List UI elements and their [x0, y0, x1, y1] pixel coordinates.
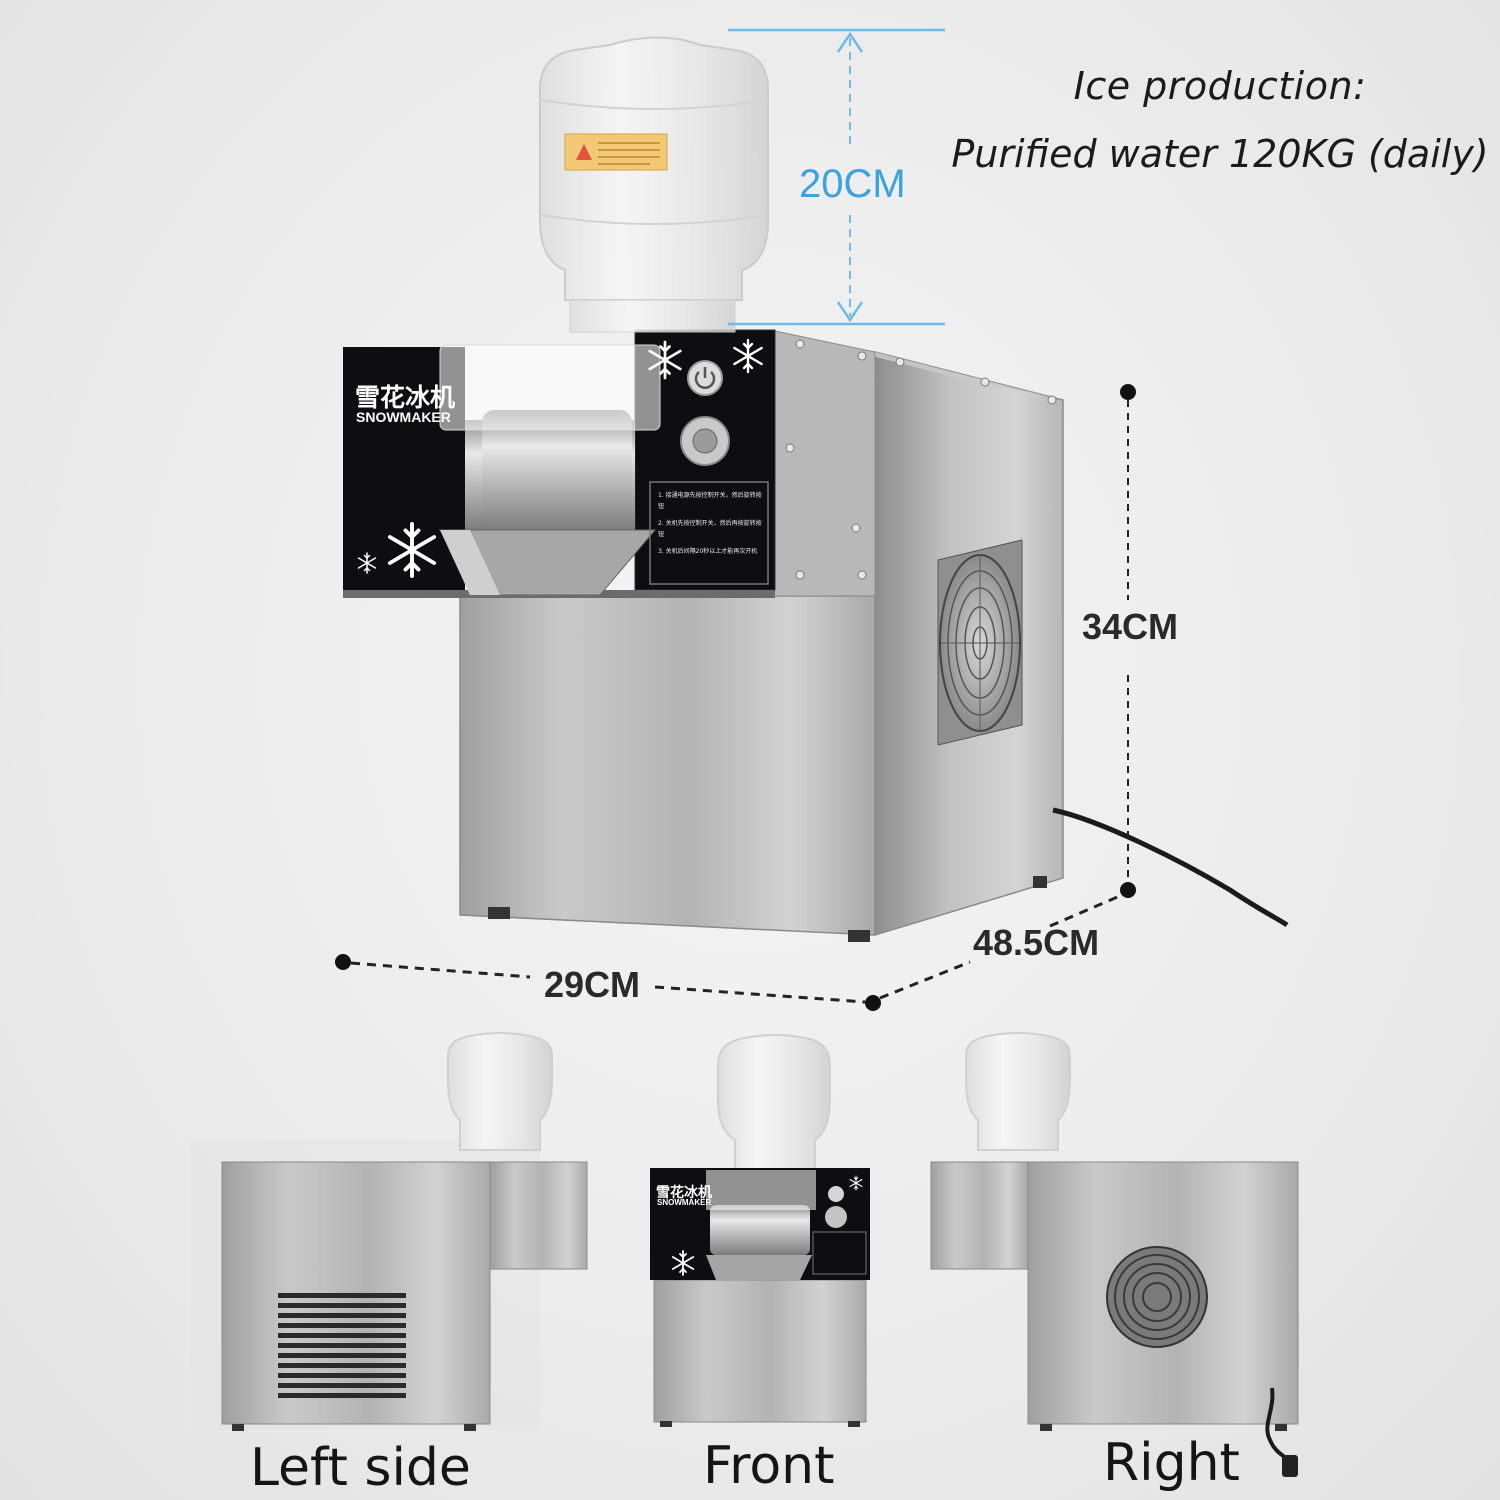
fan-icon [937, 539, 1023, 746]
depth-label: 48.5CM [973, 922, 1100, 963]
water-bottle [539, 36, 769, 333]
height-label: 34CM [1082, 606, 1179, 647]
brand-name-cn: 雪花冰机 [355, 383, 456, 412]
control-panel [343, 329, 776, 598]
instruction-line: 2. 关机先按控制开关，然后再按旋转按钮 [658, 520, 762, 538]
knob-icon [680, 416, 730, 466]
width-label: 29CM [544, 964, 641, 1005]
power-icon [687, 360, 723, 396]
left-side-label: Left side [250, 1438, 471, 1498]
warning-label-icon [564, 133, 668, 171]
brand-name-en: SNOWMAKER [356, 409, 451, 425]
bottle-clearance-label: 20CM [799, 162, 906, 206]
fan-icon [1106, 1246, 1208, 1348]
instruction-line: 3. 关机后间隔20秒以上才能再次开机 [658, 548, 758, 555]
instruction-list: 1. 接通电源先按控制开关，然后旋转按钮 2. 关机先按控制开关，然后再按旋转按… [658, 490, 764, 568]
left-side-view [190, 1032, 588, 1431]
ice-production-title: Ice production: [1073, 64, 1367, 108]
front-brand-name-en: SNOWMAKER [657, 1198, 712, 1207]
right-side-view [930, 1032, 1299, 1477]
ice-production-value: Purified water 120KG (daily) [951, 132, 1489, 176]
right-label: Right [1103, 1433, 1240, 1493]
front-label: Front [703, 1436, 835, 1496]
front-brand-name-cn: 雪花冰机 [656, 1185, 712, 1201]
dimension-lines [335, 28, 1136, 1011]
main-machine [343, 36, 1289, 942]
power-plug-icon [1265, 1387, 1298, 1477]
instruction-line: 1. 接通电源先按控制开关，然后旋转按钮 [658, 492, 762, 510]
front-view [650, 1034, 870, 1427]
